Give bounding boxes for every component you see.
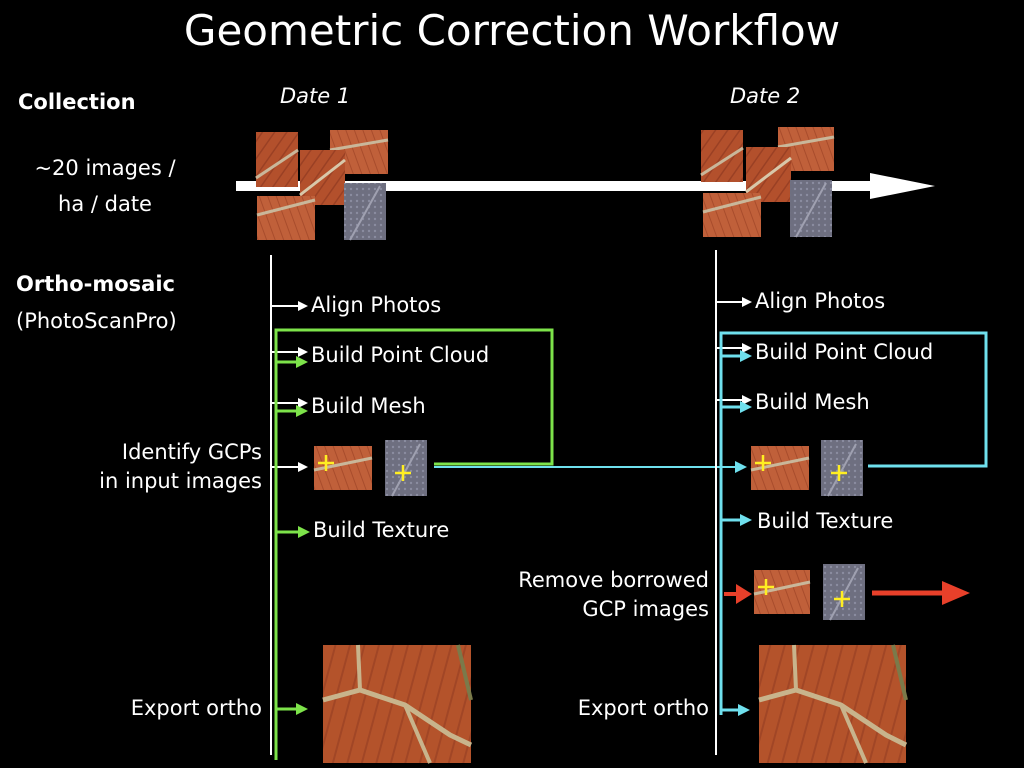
identify-gcps-label: Identify GCPs in input images	[99, 438, 262, 496]
remove-borrowed-line1: Remove borrowed	[518, 568, 709, 592]
software-label: (PhotoScanPro)	[16, 309, 177, 333]
remove-in-arrow	[724, 584, 752, 604]
date1-tile-4	[256, 196, 316, 240]
date1-green-step-arrows	[276, 356, 310, 715]
date1-gcp-tile-1	[313, 446, 373, 490]
collection-label: Collection	[18, 90, 136, 114]
identify-gcps-line2: in input images	[99, 469, 262, 493]
removed-gcp-tile-1	[753, 570, 811, 614]
date1-gcp-tile-2	[385, 440, 427, 497]
remove-borrowed-label: Remove borrowed GCP images	[518, 566, 709, 624]
date2-tile-3	[745, 147, 792, 202]
date1-step-build-texture: Build Texture	[313, 518, 450, 542]
date2-step-build-texture: Build Texture	[757, 509, 894, 533]
remove-out-arrow	[872, 581, 970, 605]
date1-label: Date 1	[280, 84, 351, 108]
export-ortho-label-date1: Export ortho	[130, 696, 262, 720]
date1-tile-3	[299, 150, 346, 205]
removed-gcp-tile-2	[823, 564, 865, 621]
date1-step-build-mesh: Build Mesh	[311, 394, 426, 418]
date2-gcp-tile-1	[750, 446, 810, 490]
images-per-ha-line2: ha / date	[58, 192, 152, 216]
remove-borrowed-line2: GCP images	[582, 597, 709, 621]
page-title: Geometric Correction Workflow	[183, 6, 841, 55]
date1-image-tiles	[255, 130, 389, 241]
date1-tile-1	[255, 132, 299, 187]
date2-cyan-step-arrows	[721, 350, 752, 716]
date2-tile-5	[790, 180, 832, 238]
date2-step-build-mesh: Build Mesh	[755, 390, 870, 414]
export-ortho-label-date2: Export ortho	[577, 696, 709, 720]
date2-tile-1	[700, 130, 744, 182]
date2-image-tiles	[700, 127, 835, 238]
date2-step-align-photos: Align Photos	[755, 289, 886, 313]
images-per-ha-line1: ~20 images /	[34, 156, 176, 180]
date1-step-build-point-cloud: Build Point Cloud	[311, 343, 490, 367]
date2-step-build-point-cloud: Build Point Cloud	[755, 340, 934, 364]
date2-gcp-tile-2	[821, 440, 863, 497]
gcp-transfer-arrow	[434, 461, 747, 473]
date2-ortho-image	[758, 644, 908, 764]
date2-cyan-flow	[719, 331, 988, 715]
orthomosaic-label: Ortho-mosaic	[16, 272, 175, 296]
date1-tile-5	[344, 183, 386, 241]
identify-gcps-line1: Identify GCPs	[121, 440, 262, 464]
date1-ortho-image	[322, 644, 473, 764]
date1-green-flow	[274, 328, 554, 760]
timeline-arrow	[236, 173, 935, 199]
date1-step-align-photos: Align Photos	[311, 293, 442, 317]
date2-tile-4	[702, 193, 762, 237]
date2-label: Date 2	[730, 84, 801, 108]
images-per-ha-label: ~20 images / ha / date	[20, 150, 190, 222]
